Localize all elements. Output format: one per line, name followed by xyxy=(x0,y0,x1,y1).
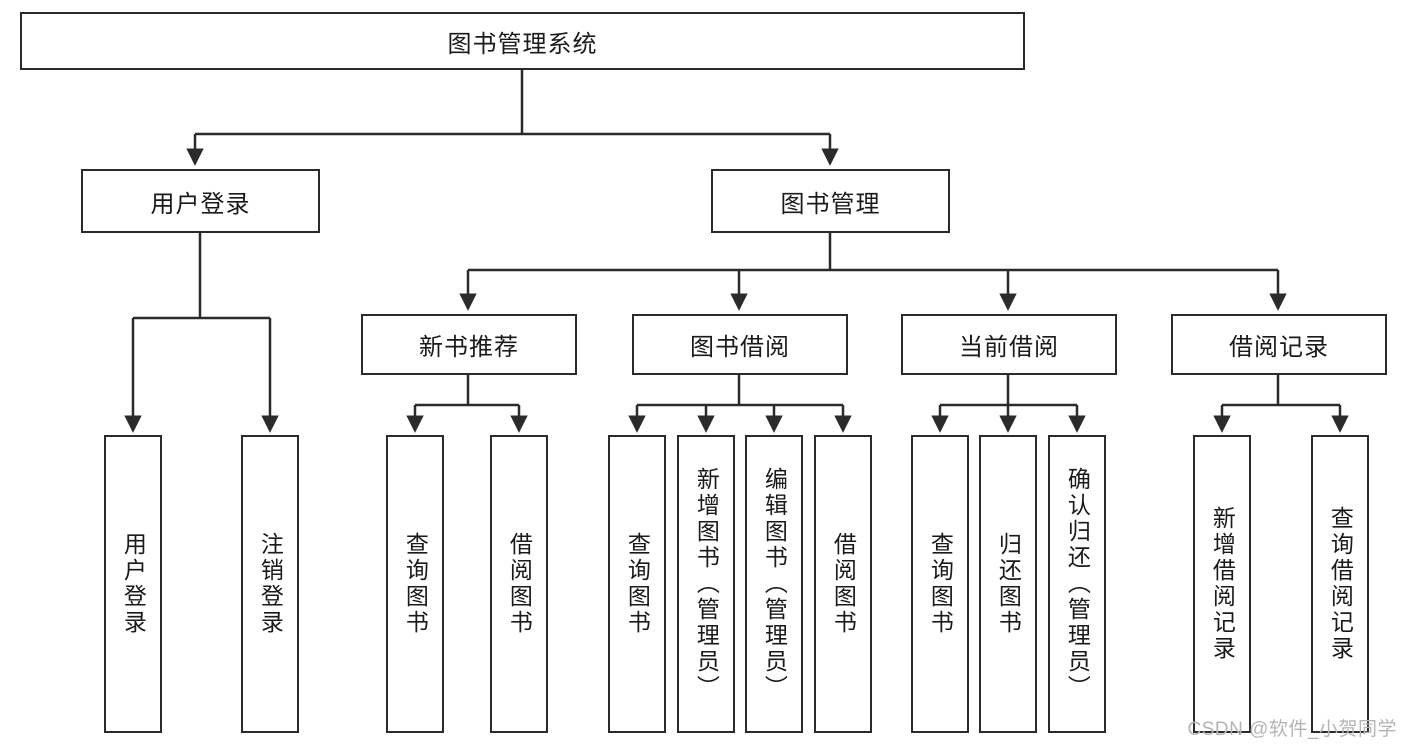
node-leaf-query-book-3[interactable]: 查询图书 xyxy=(911,435,969,733)
node-borrow-record-label: 借阅记录 xyxy=(1229,334,1329,361)
node-leaf-query-book-1-label: 查询图书 xyxy=(402,532,429,636)
node-leaf-user-login-label: 用户登录 xyxy=(120,532,147,636)
node-book-borrow[interactable]: 图书借阅 xyxy=(632,314,848,375)
node-leaf-query-record[interactable]: 查询借阅记录 xyxy=(1311,435,1369,733)
node-new-book-recommend-label: 新书推荐 xyxy=(419,334,519,361)
node-leaf-query-book-2[interactable]: 查询图书 xyxy=(608,435,666,733)
node-leaf-query-book-1[interactable]: 查询图书 xyxy=(386,435,444,733)
node-leaf-confirm-return[interactable]: 确认归还（管理员） xyxy=(1048,435,1106,733)
node-leaf-edit-book[interactable]: 编辑图书（管理员） xyxy=(745,435,803,733)
node-root-label: 图书管理系统 xyxy=(447,30,598,58)
node-borrow-record[interactable]: 借阅记录 xyxy=(1171,314,1387,375)
node-new-book-recommend[interactable]: 新书推荐 xyxy=(361,314,577,375)
node-leaf-query-record-label: 查询借阅记录 xyxy=(1327,506,1354,662)
node-leaf-user-login[interactable]: 用户登录 xyxy=(104,435,162,733)
node-user-login[interactable]: 用户登录 xyxy=(81,169,320,233)
node-leaf-logout-login-label: 注销登录 xyxy=(257,532,284,636)
node-leaf-confirm-return-label: 确认归还（管理员） xyxy=(1064,467,1091,701)
node-leaf-add-record-label: 新增借阅记录 xyxy=(1209,506,1236,662)
node-leaf-edit-book-label: 编辑图书（管理员） xyxy=(761,467,788,701)
node-leaf-query-book-3-label: 查询图书 xyxy=(927,532,954,636)
node-user-login-label: 用户登录 xyxy=(150,190,251,218)
node-current-borrow-label: 当前借阅 xyxy=(959,334,1059,361)
node-leaf-borrow-book-2[interactable]: 借阅图书 xyxy=(814,435,872,733)
node-leaf-borrow-book-1-label: 借阅图书 xyxy=(506,532,533,636)
watermark: CSDN @软件_小贺同学 xyxy=(1187,719,1397,740)
node-leaf-add-book[interactable]: 新增图书（管理员） xyxy=(677,435,735,733)
node-leaf-return-book-label: 归还图书 xyxy=(995,532,1022,636)
node-current-borrow[interactable]: 当前借阅 xyxy=(901,314,1117,375)
node-leaf-query-book-2-label: 查询图书 xyxy=(624,532,651,636)
node-leaf-add-book-label: 新增图书（管理员） xyxy=(693,467,720,701)
node-book-borrow-label: 图书借阅 xyxy=(690,334,790,361)
node-leaf-return-book[interactable]: 归还图书 xyxy=(979,435,1037,733)
node-leaf-borrow-book-1[interactable]: 借阅图书 xyxy=(490,435,548,733)
node-root[interactable]: 图书管理系统 xyxy=(20,12,1025,70)
node-book-management[interactable]: 图书管理 xyxy=(711,169,950,233)
node-leaf-borrow-book-2-label: 借阅图书 xyxy=(830,532,857,636)
node-book-management-label: 图书管理 xyxy=(780,190,881,218)
node-leaf-logout-login[interactable]: 注销登录 xyxy=(241,435,299,733)
node-leaf-add-record[interactable]: 新增借阅记录 xyxy=(1193,435,1251,733)
